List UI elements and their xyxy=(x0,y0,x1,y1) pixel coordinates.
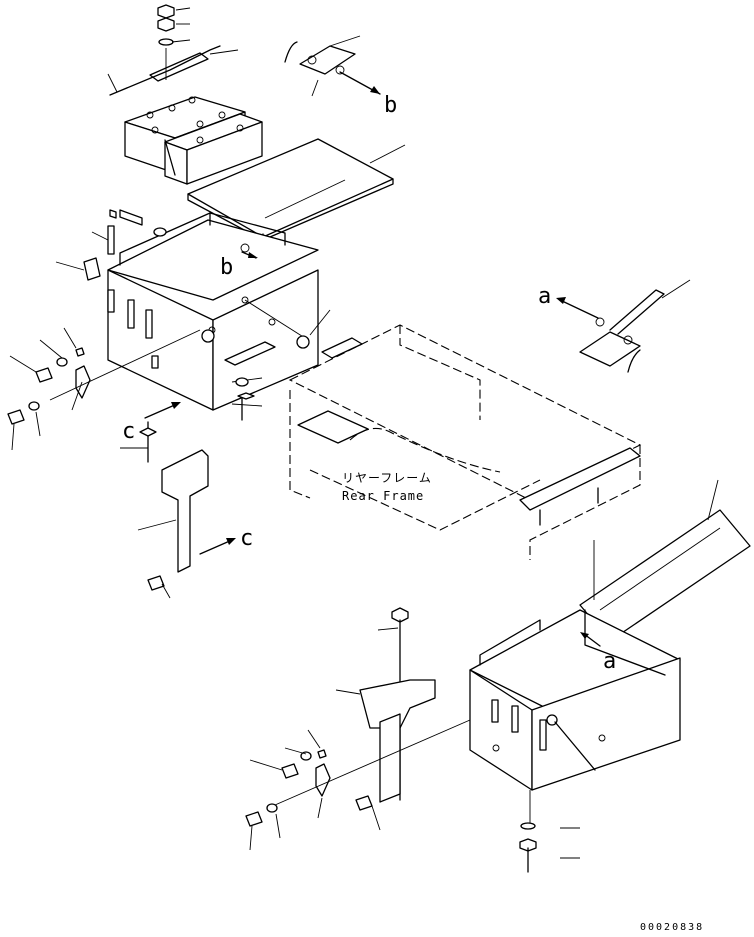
rear-frame xyxy=(231,324,642,560)
clip-detail-b xyxy=(284,35,381,97)
clip-detail-a xyxy=(556,279,691,373)
left-hardware xyxy=(7,209,201,451)
battery-hold-down-rod xyxy=(107,45,239,96)
frame-label-jp: リヤーフレーム xyxy=(342,471,432,485)
label-c-bracket: c xyxy=(240,526,253,551)
battery-pair xyxy=(124,96,263,185)
label-a-left: a xyxy=(538,284,551,309)
label-b-box: b xyxy=(220,255,233,280)
label-a-box: a xyxy=(603,649,616,674)
front-bracket xyxy=(120,402,236,599)
battery-box-left xyxy=(107,212,331,411)
label-b-top: b xyxy=(384,93,397,118)
lower-hardware xyxy=(245,607,471,851)
battery-box-right xyxy=(469,479,751,873)
top-nut-stack xyxy=(157,4,191,46)
label-c-left: c xyxy=(122,419,135,444)
document-number: 00020838 xyxy=(640,922,704,933)
frame-label-en: Rear Frame xyxy=(342,489,424,503)
